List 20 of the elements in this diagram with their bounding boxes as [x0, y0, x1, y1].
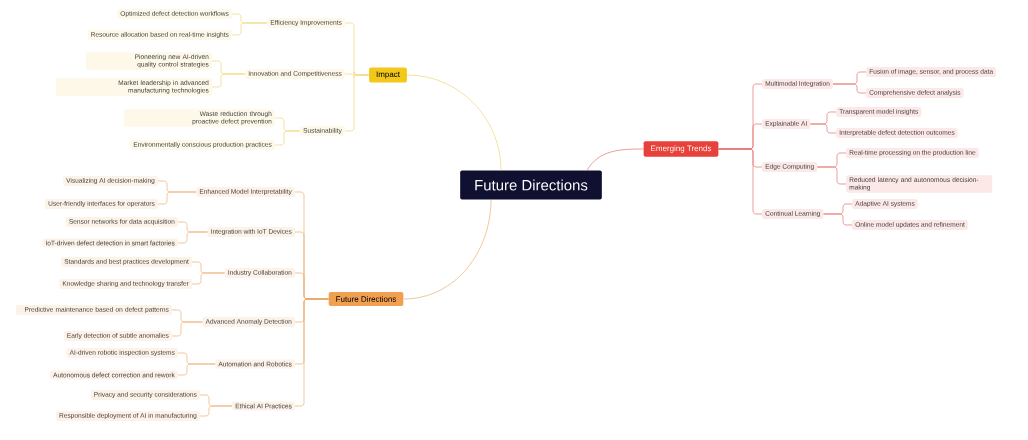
connector-line [199, 405, 233, 417]
connector-line [344, 74, 370, 132]
connector-line [274, 130, 301, 146]
connector-line [718, 148, 763, 215]
connector-line [177, 231, 208, 244]
connector-line [817, 166, 847, 185]
connector-line [403, 199, 492, 300]
central-topic-box: Future Directions [460, 170, 602, 200]
connector-line [406, 74, 502, 171]
connector-line [832, 83, 867, 94]
connector-line [810, 123, 837, 134]
connector-line [823, 213, 853, 226]
connector-line [177, 363, 216, 376]
connector-line [211, 73, 246, 88]
connector-line [294, 298, 329, 407]
connector-line [157, 191, 197, 205]
connector-line [171, 321, 203, 337]
connector-line [231, 22, 268, 36]
connector-line [191, 272, 225, 285]
connector-line [586, 148, 644, 171]
